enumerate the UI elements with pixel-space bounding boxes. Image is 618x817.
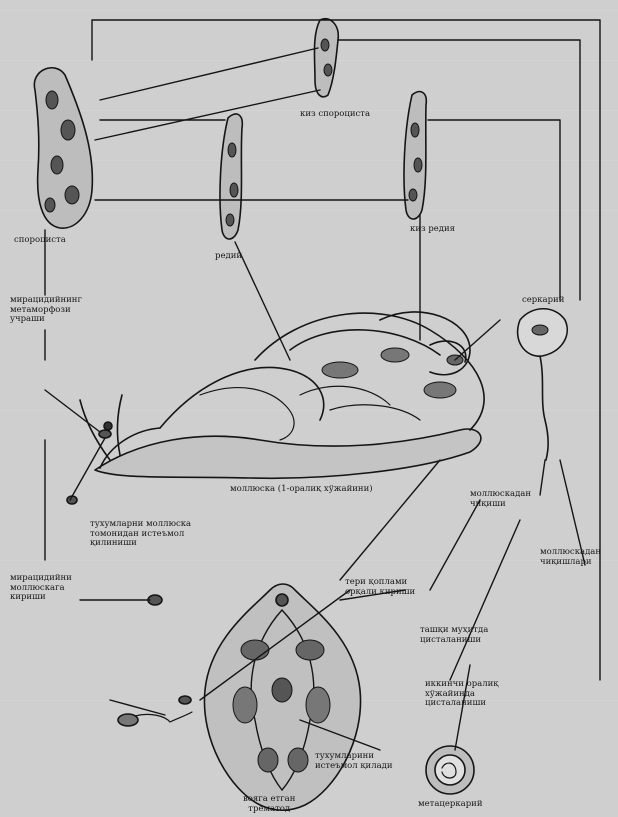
miracidium <box>135 712 192 722</box>
snail-organ <box>424 382 456 398</box>
snail-inner <box>200 388 294 440</box>
label-metaserkariy: метацеркарий <box>418 800 483 810</box>
egg <box>99 430 111 438</box>
snail-body <box>160 367 324 428</box>
label-miratsidiy-kirishi: мирацидийни моллюскага кириши <box>10 574 72 603</box>
cercaria-drawing <box>518 309 568 460</box>
label-tuxumlarini-istemol: тухумларини истеъмол қилади <box>315 752 393 771</box>
label-rediy: редий <box>215 252 242 262</box>
label-mollyuskadan-chiqishi: моллюскадан чиқиши <box>470 490 531 509</box>
snail-eye <box>104 422 112 430</box>
snail-inner <box>300 386 390 405</box>
adult-trematode-drawing <box>204 584 360 810</box>
snail-tentacle <box>117 395 122 455</box>
label-tukhumlarni-mollyuska: тухумларни моллюска томонидан истеъмол қ… <box>90 520 191 549</box>
sporocyst-drawing <box>34 68 92 228</box>
label-tashqi-muhitda: ташқи муҳитда цисталаниши <box>420 626 488 645</box>
label-serkariy: серкарий <box>522 296 564 306</box>
label-ikkinchi-orakliq: иккинчи оралиқ хўжайинда цисталаниши <box>425 680 498 709</box>
daughter-sporocyst-drawing <box>314 19 338 97</box>
label-sporotsista: спороциста <box>14 236 66 246</box>
label-mollyuskadan-chiqishlari: моллюскадан чиқишлари <box>540 548 601 567</box>
label-teri-qoplami: тери қоплами орқали кириши <box>345 578 415 597</box>
label-voyaga-etgan: вояга етган трематод <box>243 795 295 814</box>
snail-organ <box>322 362 358 378</box>
snail-shell <box>290 330 440 355</box>
label-kiz-sporotsista: киз спороциста <box>300 110 370 120</box>
redia-drawing <box>220 114 242 239</box>
metacercaria-drawing <box>426 746 474 794</box>
label-kiz-rediya: киз редия <box>410 225 455 235</box>
snail-organ <box>381 348 409 362</box>
egg <box>179 696 191 704</box>
snail-drawing <box>80 312 484 478</box>
label-miratsidiy-metamorfozi: мирацидийнинг метаморфози учраши <box>10 296 82 325</box>
label-mollyuska: моллюска (1-оралиқ хўжайини) <box>230 485 373 495</box>
snail-inner <box>330 405 420 420</box>
